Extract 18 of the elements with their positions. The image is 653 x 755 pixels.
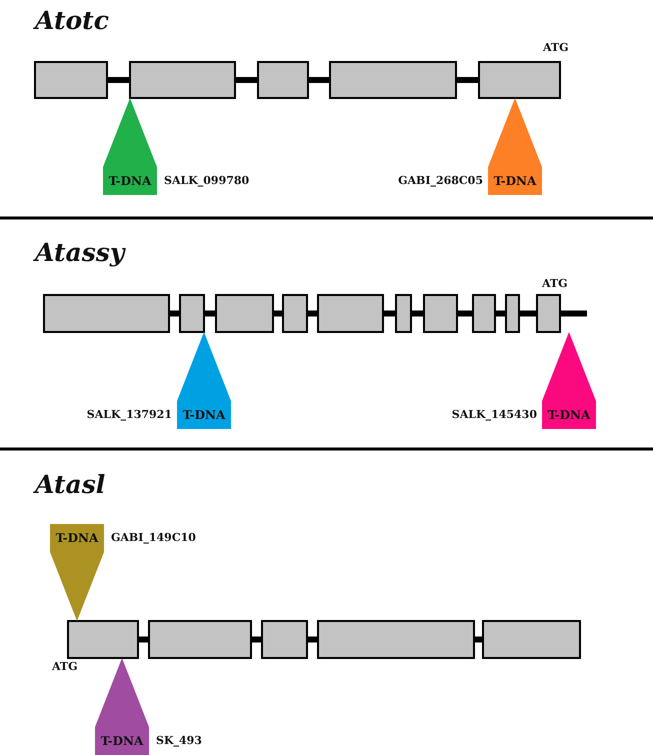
gene-name: Atassy bbox=[35, 240, 124, 265]
insert-label: T-DNA bbox=[108, 175, 152, 187]
insert-label: T-DNA bbox=[54, 532, 100, 544]
insert-label: T-DNA bbox=[100, 735, 144, 747]
start-codon-label: ATG bbox=[542, 278, 568, 289]
insert-label: T-DNA bbox=[492, 175, 538, 187]
line-id-label: GABI_268C05 bbox=[398, 175, 483, 186]
start-codon-label: ATG bbox=[52, 661, 78, 672]
line-id-label: SALK_099780 bbox=[164, 175, 250, 186]
line-id-label: SALK_145430 bbox=[452, 409, 537, 420]
line-id-label: GABI_149C10 bbox=[111, 532, 196, 543]
start-codon-label: ATG bbox=[543, 42, 569, 53]
line-id-label: SK_493 bbox=[156, 735, 202, 746]
gene-name: Atasl bbox=[35, 472, 106, 497]
line-id-label: SALK_137921 bbox=[86, 409, 172, 420]
insert-label: T-DNA bbox=[182, 409, 226, 421]
insert-label: T-DNA bbox=[546, 409, 592, 421]
gene-name: Atotc bbox=[35, 8, 109, 33]
